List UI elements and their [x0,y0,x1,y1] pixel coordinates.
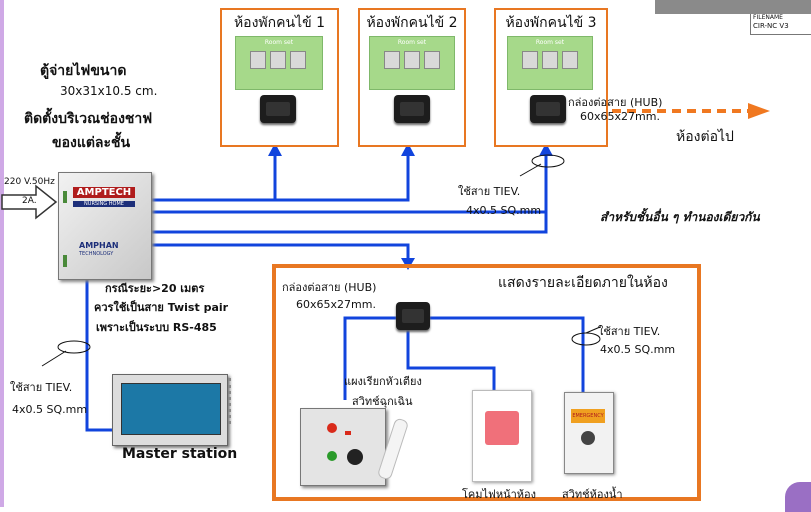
room-3-title: ห้องพักคนไข้ 3 [505,15,597,31]
cable-left-line2: 4x0.5 SQ.mm [12,403,88,416]
left-edge-decoration [0,0,4,507]
master-station-cord [228,378,239,424]
cable-top-line1: ใช้สาย TIEV. [458,185,521,198]
master-station-screen [121,383,221,435]
emergency-red-button [327,423,337,433]
arrowhead-room-3 [539,143,553,156]
bathroom-switch-label: สวิทช์ห้องน้ำ [562,488,623,501]
room-detail-title: แสดงรายละเอียดภายในห้อง [498,275,668,291]
cabinet-desc-line3: ติดตั้งบริเวณช่องชาฟ [24,111,153,127]
filename-box: FILENAME CIR-NC V3 [750,14,811,35]
power-spec-line2: 2A. [22,196,37,206]
wire-detail-hub-bedpanel [343,316,396,400]
bed-panel-label-line1: แผงเรียกหัวเตียง [344,375,422,388]
bed-panel-label-line2: สวิทช์ฉุกเฉิน [352,395,413,408]
room-set-label: Room set [264,39,294,46]
room-set-module [562,51,578,69]
room-set-module [290,51,306,69]
hub-top-label-line2: 60x65x27mm. [580,110,660,123]
next-room-arrowhead [748,103,770,119]
room-set-module [424,51,440,69]
wire-other-floors [150,150,548,234]
door-lamp-device [472,390,532,482]
cabinet-brand2-sub: TECHNOLOGY [79,251,114,257]
distance-note-line2: ควรใช้เป็นสาย Twist pair [94,301,229,314]
room-set-module [384,51,400,69]
bathroom-pull-switch [581,431,595,445]
room-set-module [250,51,266,69]
cabinet-desc-line2: 30x31x10.5 cm. [60,84,158,98]
cable-marker-top [531,154,565,168]
room-1-title: ห้องพักคนไข้ 1 [233,15,326,31]
room-set-label: Room set [535,39,565,46]
room-set-label: Room set [397,39,427,46]
hub-box [530,95,566,123]
wire-master-station [85,275,112,432]
cabinet-brand2: AMPHAN [79,241,119,250]
power-spec-line1: 220 V.50Hz [4,177,55,187]
power-cabinet: AMPTECH NURSING HOME AMPHAN TECHNOLOGY [58,172,152,280]
cable-top-line2: 4x0.5 SQ.mm [466,204,542,217]
door-lamp-label: โคมไฟหน้าห้อง [462,488,537,501]
detail-cable-line2: 4x0.5 SQ.mm [600,343,676,356]
wire-detail-hub-doorlamp [406,330,496,392]
room-set-panel: Room set [369,36,455,90]
cabinet-brand: AMPTECH [73,187,135,198]
filename-label: FILENAME [753,14,783,21]
cabinet-hinge [63,255,67,267]
wire-detail-room [148,243,410,262]
emergency-text: EMERGENCY [572,413,604,419]
cabinet-desc-line4: ของแต่ละชั้น [52,135,131,151]
other-floors-note: สำหรับชั้นอื่น ๆ ทำนองเดียวกัน [600,210,760,224]
filename-value: CIR-NC V3 [753,22,789,30]
next-room-label: ห้องต่อไป [676,129,734,145]
door-lamp-light [485,411,519,445]
patient-room-1: ห้องพักคนไข้ 1 Room set [220,8,339,147]
room-set-module [404,51,420,69]
wire-detail-hub-bathroom [420,316,585,392]
detail-hub-label-line1: กล่องต่อสาย (HUB) [282,281,377,294]
room-set-module [270,51,286,69]
power-input-arrow [1,184,58,220]
patient-room-3: ห้องพักคนไข้ 3 Room set [494,8,608,147]
cabinet-brand-sub: NURSING HOME [73,201,135,207]
master-station-label: Master station [122,446,238,462]
call-cord-jack [347,449,363,465]
arrowhead-room-2 [401,143,415,156]
cabinet-desc-line1: ตู้จ่ายไฟขนาด [40,63,127,79]
master-station-device [112,374,228,446]
green-indicator-button [327,451,337,461]
arrowhead-room-1 [268,143,282,156]
detail-hub-label-line2: 60x65x27mm. [296,298,376,311]
detail-hub-box [396,302,430,330]
red-indicator-light [345,431,351,435]
cable-left-line1: ใช้สาย TIEV. [10,381,73,394]
hub-box [394,95,430,123]
hub-top-label-line1: กล่องต่อสาย (HUB) [568,96,663,109]
wire-room-2 [148,152,410,202]
room-set-module [542,51,558,69]
cable-marker-left [57,340,91,354]
distance-note-line1: กรณีระยะ>20 เมตร [105,282,205,295]
detail-cable-line1: ใช้สาย TIEV. [598,325,661,338]
bathroom-switch-label-plate: EMERGENCY [571,409,605,423]
room-2-title: ห้องพักคนไข้ 2 [366,15,458,31]
cabinet-hinge [63,191,67,203]
bathroom-switch-device: EMERGENCY [564,392,614,474]
room-set-module [522,51,538,69]
top-right-corner-decoration [655,0,811,14]
distance-note-line3: เพราะเป็นระบบ RS-485 [96,321,217,334]
room-detail-panel [272,264,701,501]
hub-box [260,95,296,123]
bed-call-panel [300,408,386,486]
room-set-panel: Room set [235,36,323,90]
room-set-panel: Room set [507,36,593,90]
patient-room-2: ห้องพักคนไข้ 2 Room set [358,8,466,147]
wire-room-1 [148,152,277,202]
